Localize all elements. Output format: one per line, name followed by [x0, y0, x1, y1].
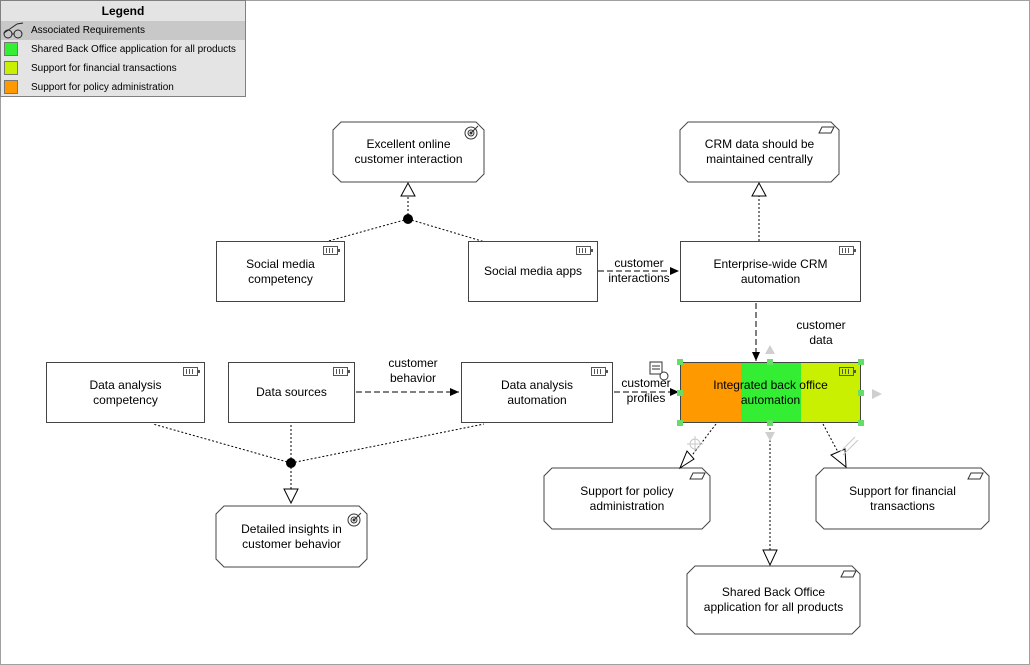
- capability-label: Integrated back office automation: [713, 377, 828, 407]
- requirement-icon: [689, 126, 984, 578]
- glasses-icon: [3, 22, 24, 39]
- flow-label-customer-data: customer data: [796, 318, 846, 347]
- capability-icon: [839, 367, 856, 376]
- selection-handle[interactable]: [767, 420, 773, 426]
- requirement-crm-central[interactable]: CRM data should be maintained centrally: [680, 122, 839, 182]
- req-shape-policy-admin: [543, 467, 711, 530]
- legend-item-financial-tx: Support for financial transactions: [1, 59, 245, 78]
- goal-label: Excellent online customer interaction: [354, 137, 463, 166]
- goal-shape-detailed-insights: [215, 505, 368, 568]
- capability-social-competency[interactable]: Social media competency: [216, 241, 345, 302]
- legend-label: Support for financial transactions: [31, 63, 177, 74]
- selection-handle[interactable]: [677, 390, 683, 396]
- flow-label-customer-interactions: customer interactions: [608, 256, 670, 285]
- goal-shape-excellent-online: [332, 121, 485, 183]
- capability-label: Social media competency: [246, 256, 315, 286]
- capability-icon: [333, 367, 350, 376]
- capability-icon: [323, 246, 340, 255]
- selection-handle[interactable]: [858, 390, 864, 396]
- req-shape-financial-tx: [815, 467, 990, 530]
- target-icon: [464, 125, 479, 140]
- capability-icon: [576, 246, 593, 255]
- capability-icon: [591, 367, 608, 376]
- stripe-policy-admin: [681, 363, 741, 422]
- selection-handle[interactable]: [858, 420, 864, 426]
- requirement-label: Shared Back Office application for all p…: [703, 585, 844, 614]
- selection-handle[interactable]: [677, 359, 683, 365]
- selection-handle[interactable]: [677, 420, 683, 426]
- requirements-badge-icon: [649, 361, 669, 381]
- goal-label: Detailed insights in customer behavior: [241, 521, 342, 551]
- target-icon: [347, 512, 362, 527]
- legend-item-associated-requirements: Associated Requirements: [1, 21, 245, 40]
- capability-label: Social media apps: [483, 264, 583, 278]
- requirement-shared-backoffice[interactable]: Shared Back Office application for all p…: [687, 566, 860, 634]
- capability-data-sources[interactable]: Data sources: [228, 362, 355, 423]
- goal-detailed-insights[interactable]: Detailed insights in customer behavior: [216, 506, 367, 567]
- legend-label: Shared Back Office application for all p…: [31, 44, 236, 55]
- requirement-policy-admin[interactable]: Support for policy administration: [544, 468, 710, 529]
- req-shape-crm-central: [679, 121, 840, 183]
- capability-da-automation[interactable]: Data analysis automation: [461, 362, 613, 423]
- legend-swatch: [4, 61, 18, 75]
- capability-label: Data analysis competency: [89, 377, 162, 407]
- requirement-label: Support for financial transactions: [849, 483, 956, 513]
- selection-handle[interactable]: [858, 359, 864, 365]
- capability-crm-automation[interactable]: Enterprise-wide CRM automation: [680, 241, 861, 302]
- flow-label-customer-profiles: customer profiles: [621, 376, 671, 405]
- flow-label-customer-behavior: customer behavior: [388, 356, 438, 385]
- capability-integrated-backoffice[interactable]: Integrated back office automation: [677, 359, 864, 426]
- legend-item-shared-backoffice: Shared Back Office application for all p…: [1, 40, 245, 59]
- capability-label: Data sources: [256, 385, 327, 399]
- stripe-shared-backoffice: [741, 363, 801, 422]
- capability-social-apps[interactable]: Social media apps: [468, 241, 598, 302]
- legend-swatch: [4, 42, 18, 56]
- stripe-financial-tx: [801, 363, 860, 422]
- legend-label: Associated Requirements: [31, 25, 145, 36]
- selection-handle[interactable]: [767, 359, 773, 365]
- legend: Legend Associated Requirements Shared Ba…: [0, 0, 246, 97]
- capability-da-competency[interactable]: Data analysis competency: [46, 362, 205, 423]
- legend-label: Support for policy administration: [31, 82, 174, 93]
- requirement-label: Support for policy administration: [580, 483, 674, 513]
- legend-item-policy-admin: Support for policy administration: [1, 78, 245, 97]
- legend-title: Legend: [1, 1, 245, 21]
- legend-swatch: [4, 80, 18, 94]
- requirement-financial-tx[interactable]: Support for financial transactions: [816, 468, 989, 529]
- capability-label: Data analysis automation: [500, 377, 574, 407]
- req-shape-shared-backoffice: [686, 565, 861, 635]
- capability-icon: [839, 246, 856, 255]
- capability-icon: [183, 367, 200, 376]
- requirement-label: CRM data should be maintained centrally: [704, 137, 815, 166]
- capability-label: Enterprise-wide CRM automation: [713, 256, 828, 286]
- goal-excellent-online[interactable]: Excellent online customer interaction: [333, 122, 484, 182]
